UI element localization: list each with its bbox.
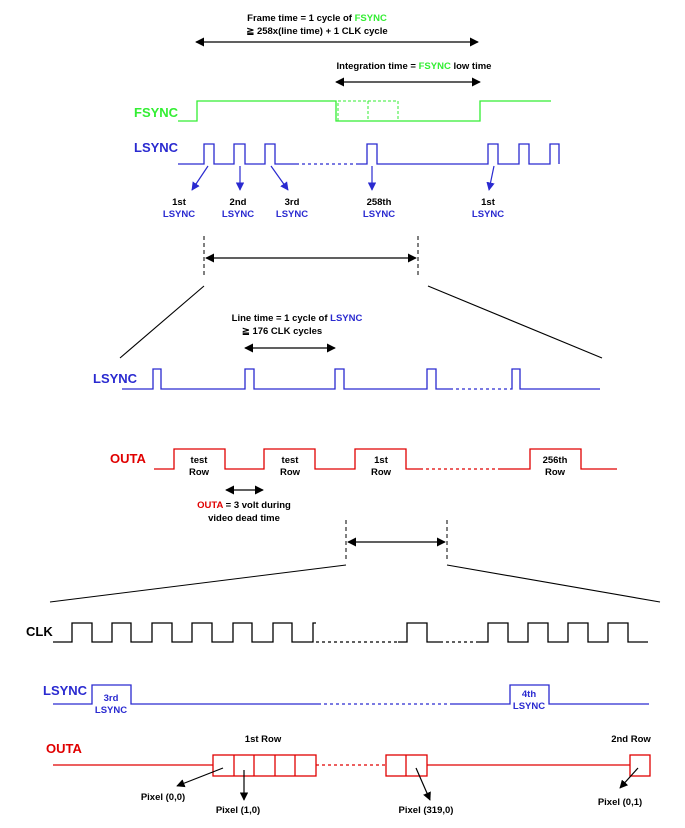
lsync-top-waveform-b (358, 143, 560, 165)
outa-mid-label: OUTA (110, 451, 146, 466)
line-time-condition: ≧ 176 CLK cycles (242, 326, 322, 337)
pulse-ord-5: 1st (481, 197, 496, 208)
row-label-1-line1: test (191, 455, 209, 466)
pulse-sig-5: LSYNC (472, 209, 504, 220)
row-label-3-line2: Row (371, 467, 392, 478)
row-label-4-line2: Row (545, 467, 566, 478)
lsync-bottom-waveform-b (450, 684, 649, 705)
row-label-2-line1: test (282, 455, 300, 466)
lsync-4th-line1: 4th (522, 689, 536, 700)
row-label-1-line2: Row (189, 467, 210, 478)
pulse-sig-3: LSYNC (276, 209, 308, 220)
lsync-mid-waveform-b (510, 368, 600, 390)
pulse-arrow-5 (486, 165, 495, 191)
row1-label: 1st Row (245, 734, 282, 745)
pixel-label-00: Pixel (0,0) (141, 792, 185, 803)
zoom1-left-diagonal (119, 285, 205, 359)
outa-note-line2: video dead time (208, 513, 280, 524)
pixel-block-row2 (629, 754, 651, 777)
lsync-bottom-waveform-a (53, 684, 318, 705)
fsync-label: FSYNC (134, 105, 179, 120)
clk-waveform-a (53, 622, 316, 643)
pixel-block-row1 (212, 754, 317, 777)
pulse-arrow-1 (191, 165, 209, 191)
pixel-arrow-00 (176, 767, 224, 788)
outa-mid-waveform-a (154, 448, 420, 470)
lsync-top-waveform-a (178, 143, 296, 165)
pixel-label-10: Pixel (1,0) (216, 805, 260, 816)
row-label-3-line1: 1st (374, 455, 389, 466)
row2-label: 2nd Row (611, 734, 651, 745)
row-label-4-line1: 256th (543, 455, 568, 466)
frame-time-condition: ≧ 258x(line time) + 1 CLK cycle (246, 26, 387, 37)
zoom2-right-diagonal (446, 564, 661, 603)
pixel-label-3190: Pixel (319,0) (399, 805, 454, 816)
lsync-bottom-label: LSYNC (43, 683, 88, 698)
clk-label: CLK (26, 624, 53, 639)
fsync-waveform (178, 100, 551, 122)
zoom2-left-diagonal (49, 564, 347, 603)
pulse-arrow-3 (270, 165, 289, 191)
pulse-ord-2: 2nd (230, 197, 247, 208)
pixel-arrow-3190 (415, 767, 431, 801)
pulse-sig-2: LSYNC (222, 209, 254, 220)
pixel-arrow-01 (619, 767, 639, 789)
pulse-ord-4: 258th (367, 197, 392, 208)
outa-bottom-label: OUTA (46, 741, 82, 756)
lsync-top-label: LSYNC (134, 140, 179, 155)
pulse-sig-4: LSYNC (363, 209, 395, 220)
lsync-4th-line2: LSYNC (513, 701, 545, 712)
lsync-mid-waveform-a (122, 368, 450, 390)
lsync-3rd-line1: 3rd (104, 693, 119, 704)
pulse-ord-1: 1st (172, 197, 187, 208)
row-label-2-line2: Row (280, 467, 301, 478)
line-time-title: Line time = 1 cycle of LSYNC (232, 313, 363, 324)
integration-time-title: Integration time = FSYNC low time (337, 61, 492, 72)
clk-waveform-c (478, 622, 648, 643)
pixel-label-01: Pixel (0,1) (598, 797, 642, 808)
outa-note-line1: OUTA = 3 volt during (197, 500, 291, 511)
outa-mid-waveform-b (500, 448, 617, 470)
zoom1-right-diagonal (427, 285, 603, 359)
frame-time-title: Frame time = 1 cycle of FSYNC (247, 13, 387, 24)
pulse-ord-3: 3rd (285, 197, 300, 208)
pulse-sig-1: LSYNC (163, 209, 195, 220)
lsync-mid-label: LSYNC (93, 371, 138, 386)
lsync-3rd-line2: LSYNC (95, 705, 127, 716)
clk-waveform-b (398, 622, 440, 643)
